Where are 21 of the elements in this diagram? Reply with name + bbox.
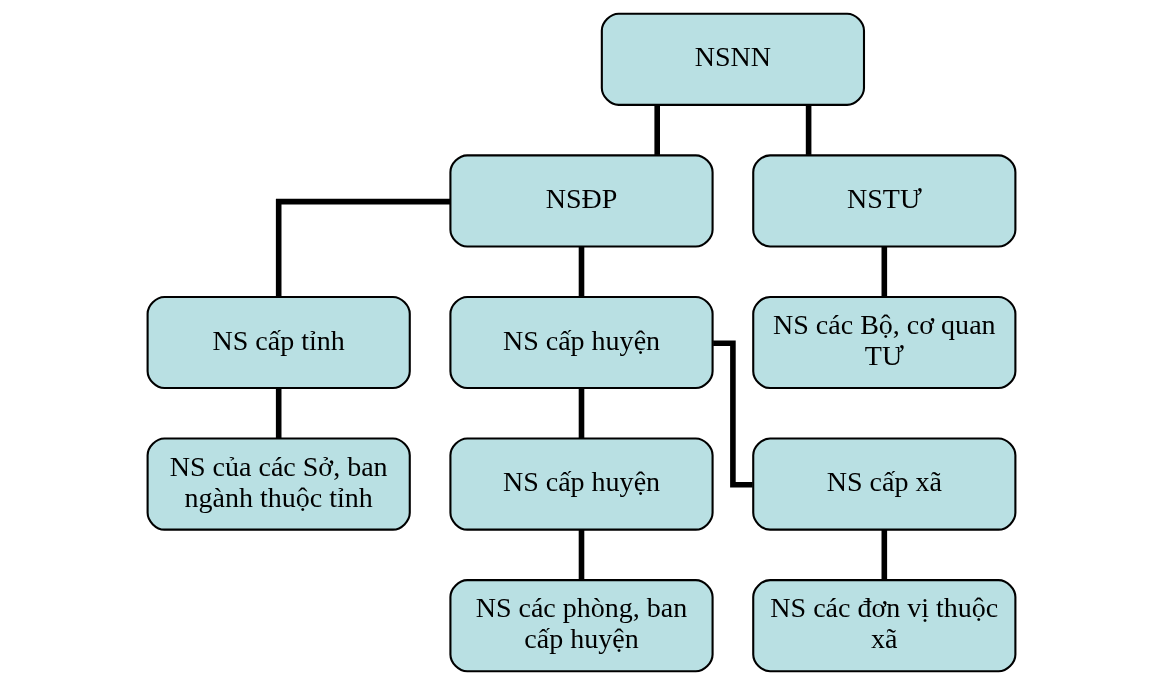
- connector: [275, 388, 281, 439]
- connector: [881, 529, 887, 580]
- connector: [275, 198, 450, 297]
- connector: [578, 246, 584, 297]
- node-box: NSNN: [600, 12, 865, 106]
- connector: [653, 104, 660, 155]
- node-box: NS các đơn vị thuộc xã: [751, 579, 1016, 673]
- node-box: NSĐP: [448, 154, 714, 248]
- node-box: NS cấp tỉnh: [146, 295, 411, 390]
- connector: [578, 529, 584, 580]
- node-box: NS các Bộ, cơ quan TƯ: [751, 295, 1016, 390]
- node-box: NS cấp huyện: [448, 437, 714, 531]
- connector: [881, 246, 887, 297]
- connector: [578, 388, 584, 439]
- connector: [712, 340, 753, 488]
- node-box: NS của các Sở, ban ngành thuộc tỉnh: [146, 437, 411, 531]
- node-box: NS các phòng, ban cấp huyện: [448, 579, 714, 673]
- node-box: NSTƯ: [751, 154, 1016, 248]
- node-box: NS cấp xã: [751, 437, 1016, 531]
- node-box: NS cấp huyện: [448, 295, 714, 390]
- connector: [805, 104, 811, 155]
